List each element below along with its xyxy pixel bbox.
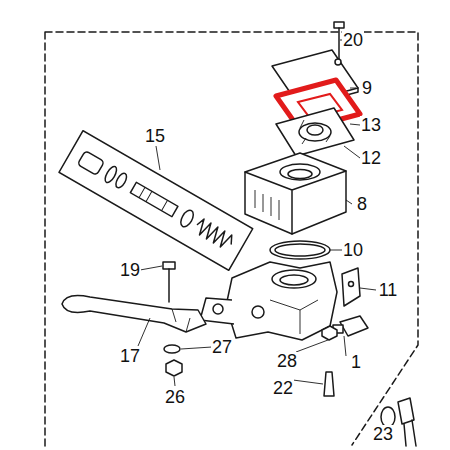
- reservoir-opening: [280, 164, 320, 180]
- frame-border: [45, 32, 418, 446]
- return-spring: [193, 218, 235, 251]
- diaphragm-plate: [276, 108, 354, 156]
- bracket-hole: [349, 282, 354, 287]
- screw-hole: [335, 59, 341, 65]
- o-ring-inner: [275, 244, 325, 256]
- piston-grooves: [139, 187, 168, 210]
- diaphragm: [299, 123, 331, 141]
- callout-number: 15: [144, 127, 166, 145]
- diaphragm-center: [307, 125, 323, 135]
- screw-head: [334, 22, 344, 28]
- callout-number: 22: [272, 379, 294, 397]
- brake-switch: [340, 316, 368, 336]
- kit-outline: [59, 131, 253, 271]
- lever-edges: [172, 309, 190, 332]
- piston-kit: [59, 131, 253, 271]
- bore-end: [252, 306, 264, 318]
- callout-number: 27: [211, 338, 233, 356]
- pivot-bolt-shank: [168, 269, 170, 302]
- reservoir-port: [288, 170, 312, 179]
- callout-number: 11: [378, 281, 399, 299]
- reservoir-shading: [255, 190, 279, 220]
- pivot-hole: [213, 304, 223, 314]
- master-cylinder-body: [226, 262, 337, 340]
- piston: [130, 182, 178, 216]
- body-opening: [272, 270, 316, 288]
- body-edges: [270, 300, 318, 334]
- callout-number: 23: [372, 425, 394, 443]
- primary-cup: [178, 208, 196, 229]
- callout-number: 10: [342, 241, 364, 259]
- callout-number: 12: [360, 149, 382, 167]
- hose-line: [404, 420, 416, 446]
- lever-mount: [200, 298, 234, 324]
- callout-number: 8: [356, 195, 368, 213]
- callout-number: 26: [164, 388, 186, 406]
- pivot-nut: [166, 360, 182, 376]
- callout-number: 20: [342, 31, 364, 49]
- reservoir-part: [245, 153, 346, 234]
- callout-number: 28: [276, 352, 298, 370]
- callout-number: 1: [350, 353, 362, 371]
- brake-lever: [62, 296, 206, 332]
- callout-number: 9: [361, 79, 373, 97]
- cone-cap: [324, 372, 334, 396]
- dust-boot: [77, 151, 104, 176]
- washer-ring: [114, 172, 129, 190]
- pivot-bolt-head: [163, 262, 175, 269]
- callout-number: 19: [119, 261, 141, 279]
- callout-number: 17: [119, 347, 141, 365]
- switch-bracket: [342, 268, 360, 306]
- diaphragm-folds: [300, 120, 330, 144]
- o-ring: [270, 241, 330, 259]
- screw-shank: [338, 28, 340, 62]
- washer: [164, 345, 180, 353]
- leader-lines: [138, 40, 386, 428]
- body-bore: [280, 275, 308, 285]
- callout-number: 13: [360, 116, 382, 134]
- small-nut: [322, 326, 337, 340]
